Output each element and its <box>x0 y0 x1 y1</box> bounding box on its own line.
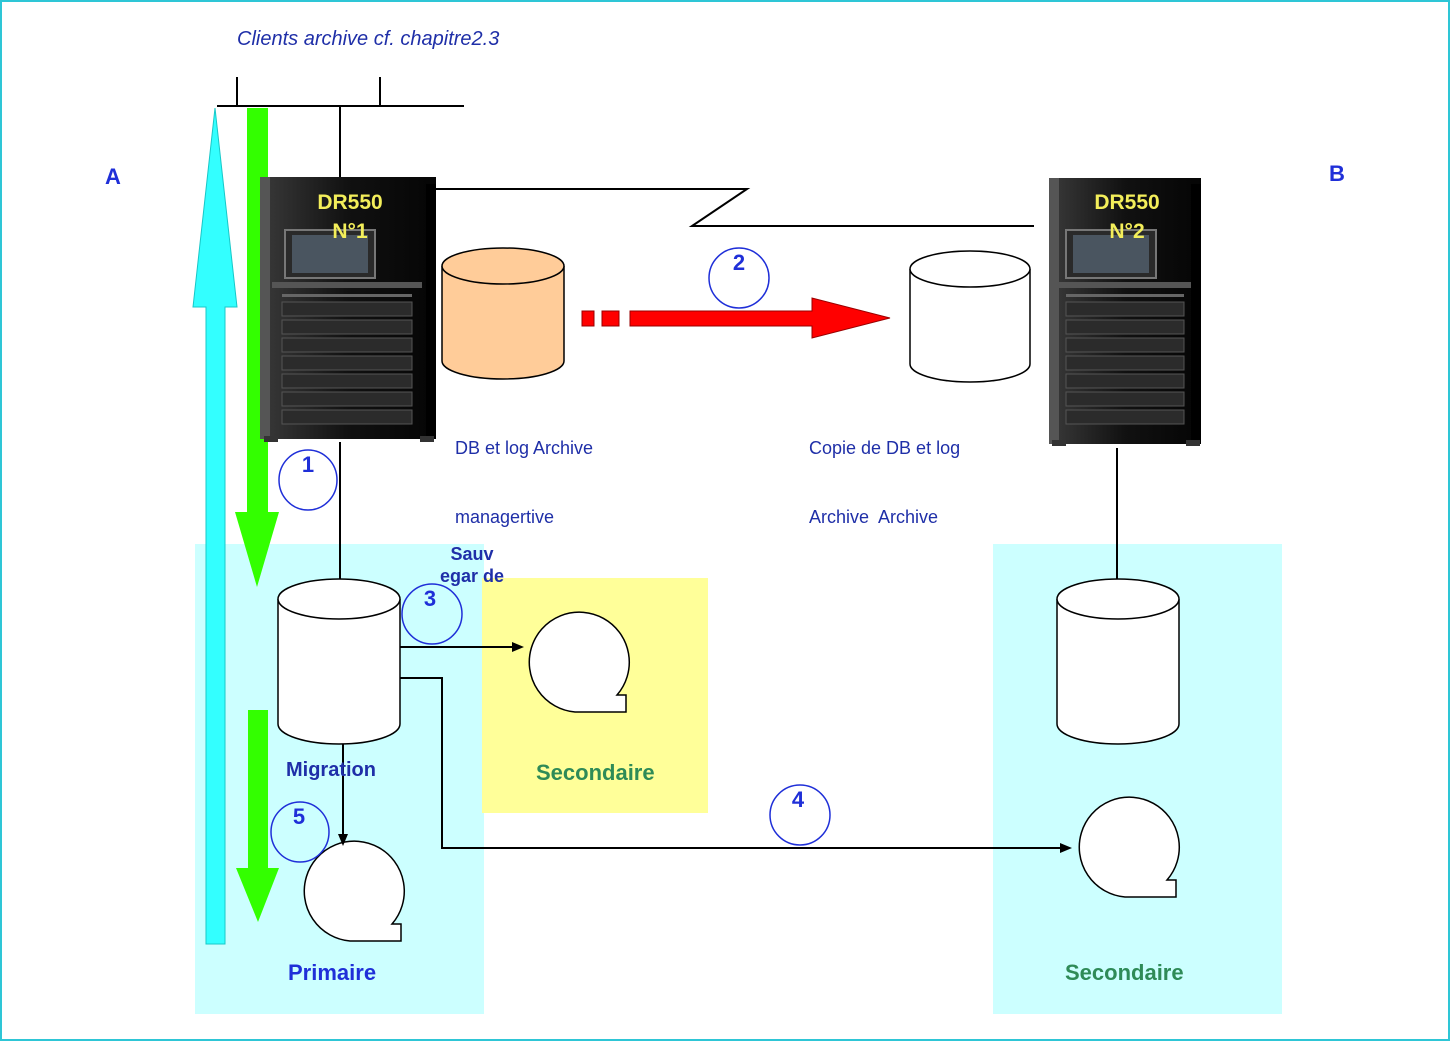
step-4-label: 4 <box>791 787 805 812</box>
server-2-number: N°2 <box>1109 220 1145 243</box>
network-bus <box>217 77 464 177</box>
server-1-number: N°1 <box>332 220 368 243</box>
primary-label: Primaire <box>288 960 377 985</box>
step-2-circle <box>708 247 770 309</box>
server-1-rack <box>260 177 436 442</box>
migration-arrowhead <box>338 834 348 846</box>
cyan-up-arrow <box>192 107 238 945</box>
db-archive-cylinder <box>441 247 565 380</box>
remote-copy-arrowhead <box>1060 843 1072 853</box>
tape-primary-icon <box>303 840 406 942</box>
db-archive-label-line2: managertive <box>455 507 555 527</box>
remote-copy-arrow-line <box>400 677 1062 849</box>
primary-disk-cylinder <box>277 578 401 745</box>
step-1-circle <box>278 449 338 511</box>
step-3-label: 3 <box>423 586 437 611</box>
migration-label: Migration <box>286 759 376 781</box>
secondary-disk-cylinder <box>1056 578 1180 745</box>
tape-backup-icon <box>528 611 631 713</box>
tape-secondary-icon <box>1078 796 1181 898</box>
step-1-label: 1 <box>301 452 315 477</box>
backup-arrowhead <box>512 642 524 652</box>
step-5-label: 5 <box>292 804 306 829</box>
secondary-middle-label: Secondaire <box>536 760 655 785</box>
db-copy-label-line2: Archive Archive <box>809 507 939 527</box>
step-4-circle <box>769 784 831 846</box>
server-2-name: DR550 <box>1094 191 1160 214</box>
step-3-circle <box>401 583 463 645</box>
sauvegarde-label: Sauv egar de <box>439 544 505 586</box>
secondary-right-label: Secondaire <box>1065 960 1184 985</box>
server-2-label: DR550 N°2 <box>1072 188 1182 246</box>
db-copy-label-line1: Copie de DB et log <box>809 438 961 458</box>
db-archive-label-line1: DB et log Archive <box>455 438 594 458</box>
step-2-label: 2 <box>732 250 746 275</box>
red-replication-arrow <box>581 297 891 339</box>
green-down-arrow-2 <box>236 710 279 922</box>
site-b-label: B <box>1329 161 1345 186</box>
server-2-rack <box>1049 178 1201 446</box>
wan-link <box>434 188 1034 227</box>
server-1-label: DR550 N°1 <box>295 188 405 246</box>
site-a-label: A <box>105 164 121 189</box>
step-5-circle <box>270 801 330 863</box>
server-1-name: DR550 <box>317 191 383 214</box>
diagram-title: Clients archive cf. chapitre2.3 <box>237 28 500 50</box>
db-archive-label: DB et log Archive managertive <box>455 391 593 552</box>
db-copy-cylinder <box>909 250 1031 383</box>
db-copy-label: Copie de DB et log Archive Archive <box>809 391 960 552</box>
